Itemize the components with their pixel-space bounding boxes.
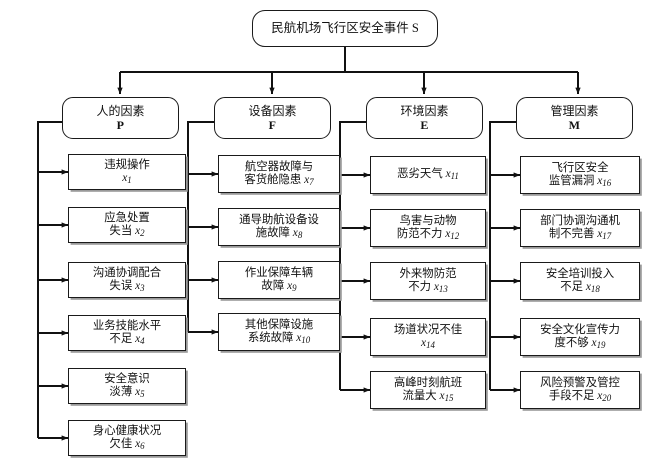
leaf-node-x13[interactable]: 外来物防范不力 x13 xyxy=(370,262,486,300)
leaf-line: 应急处置 xyxy=(104,211,150,224)
leaf-line: 鸟害与动物 xyxy=(399,214,457,227)
leaf-node-x12-text: 鸟害与动物防范不力 x12 xyxy=(394,215,462,242)
leaf-node-x7[interactable]: 航空器故障与客货舱隐患 x7 xyxy=(218,155,340,193)
category-node-3-code: M xyxy=(568,118,581,132)
category-node-0[interactable]: 人的因素 P xyxy=(62,97,179,139)
leaf-line: 欠佳 x6 xyxy=(109,438,145,451)
leaf-node-x6[interactable]: 身心健康状况欠佳 x6 xyxy=(68,420,186,456)
leaf-line: 监管漏洞 x16 xyxy=(548,175,612,188)
leaf-line: 恶劣天气 x11 xyxy=(397,168,459,182)
leaf-node-x15[interactable]: 高峰时刻航班流量大 x15 xyxy=(370,371,486,409)
leaf-node-x16-text: 飞行区安全监管漏洞 x16 xyxy=(546,162,614,189)
category-node-1-label: 设备因素 xyxy=(248,103,297,118)
leaf-line: 沟通协调配合 xyxy=(92,266,162,279)
leaf-node-x17-text: 部门协调沟通机制不完善 x17 xyxy=(537,215,623,242)
leaf-line: 身心健康状况 xyxy=(92,424,162,437)
leaf-node-x11-text: 恶劣天气 x11 xyxy=(394,168,462,181)
category-node-3[interactable]: 管理因素 M xyxy=(516,97,633,139)
leaf-line: 失当 x2 xyxy=(109,225,145,238)
leaf-line: 部门协调沟通机 xyxy=(540,214,620,227)
category-node-1-code: F xyxy=(268,118,277,132)
leaf-node-x2-text: 应急处置失当 x2 xyxy=(101,212,153,239)
leaf-line: 飞行区安全 xyxy=(551,161,609,174)
leaf-node-x18[interactable]: 安全培训投入不足 x18 xyxy=(520,262,640,300)
leaf-line: 风险预警及管控 xyxy=(540,376,620,389)
leaf-line: 安全培训投入 xyxy=(545,267,615,280)
leaf-line: 施故障 x8 xyxy=(255,227,303,240)
leaf-line: 防范不力 x12 xyxy=(396,228,460,241)
root-node-label: 民航机场飞行区安全事件 S xyxy=(271,21,419,36)
leaf-node-x20[interactable]: 风险预警及管控手段不足 x20 xyxy=(520,371,640,409)
leaf-node-x9-text: 作业保障车辆故障 x9 xyxy=(242,267,316,294)
leaf-line: x14 xyxy=(421,337,435,350)
leaf-line: 故障 x9 xyxy=(261,280,297,293)
leaf-node-x4[interactable]: 业务技能水平不足 x4 xyxy=(68,315,186,351)
category-node-2-text: 环境因素 E xyxy=(397,104,451,132)
leaf-node-x10[interactable]: 其他保障设施系统故障 x10 xyxy=(218,313,340,351)
leaf-node-x9[interactable]: 作业保障车辆故障 x9 xyxy=(218,261,340,299)
leaf-line: 淡薄 x5 xyxy=(109,386,145,399)
leaf-node-x19-text: 安全文化宣传力度不够 x19 xyxy=(537,324,623,351)
leaf-node-x4-text: 业务技能水平不足 x4 xyxy=(90,320,164,347)
leaf-line: 高峰时刻航班 xyxy=(393,376,463,389)
leaf-line: 业务技能水平 xyxy=(92,319,162,332)
leaf-node-x12[interactable]: 鸟害与动物防范不力 x12 xyxy=(370,209,486,247)
leaf-line: 手段不足 x20 xyxy=(548,390,612,403)
leaf-node-x19[interactable]: 安全文化宣传力度不够 x19 xyxy=(520,318,640,356)
category-node-0-code: P xyxy=(116,118,125,132)
category-node-3-label: 管理因素 xyxy=(550,103,599,118)
category-node-3-text: 管理因素 M xyxy=(547,104,601,132)
category-node-1[interactable]: 设备因素 F xyxy=(214,97,331,139)
leaf-line: 不足 x18 xyxy=(560,281,600,294)
leaf-node-x5[interactable]: 安全意识淡薄 x5 xyxy=(68,368,186,404)
leaf-node-x2[interactable]: 应急处置失当 x2 xyxy=(68,207,186,243)
leaf-line: x1 xyxy=(122,172,132,185)
leaf-node-x7-text: 航空器故障与客货舱隐患 x7 xyxy=(241,161,316,188)
category-node-0-text: 人的因素 P xyxy=(93,104,147,132)
leaf-node-x6-text: 身心健康状况欠佳 x6 xyxy=(90,425,164,452)
leaf-node-x3[interactable]: 沟通协调配合失误 x3 xyxy=(68,262,186,298)
leaf-line: 流量大 x15 xyxy=(402,390,454,403)
leaf-node-x8-text: 通导助航设备设施故障 x8 xyxy=(236,214,322,241)
leaf-line: 违规操作 xyxy=(104,158,150,171)
leaf-node-x16[interactable]: 飞行区安全监管漏洞 x16 xyxy=(520,156,640,194)
leaf-line: 外来物防范 xyxy=(399,267,457,280)
leaf-line: 客货舱隐患 x7 xyxy=(244,174,314,187)
leaf-node-x17[interactable]: 部门协调沟通机制不完善 x17 xyxy=(520,209,640,247)
category-node-2-code: E xyxy=(420,118,429,132)
leaf-line: 场道状况不佳 xyxy=(393,323,463,336)
leaf-line: 其他保障设施 xyxy=(244,318,314,331)
leaf-node-x8[interactable]: 通导助航设备设施故障 x8 xyxy=(218,208,340,246)
leaf-node-x11[interactable]: 恶劣天气 x11 xyxy=(370,156,486,194)
leaf-line: 作业保障车辆 xyxy=(244,266,314,279)
leaf-line: 通导助航设备设 xyxy=(239,213,319,226)
category-node-2[interactable]: 环境因素 E xyxy=(366,97,483,139)
leaf-line: 安全意识 xyxy=(104,372,150,385)
leaf-node-x3-text: 沟通协调配合失误 x3 xyxy=(90,267,164,294)
leaf-node-x10-text: 其他保障设施系统故障 x10 xyxy=(242,319,316,346)
leaf-node-x13-text: 外来物防范不力 x13 xyxy=(397,268,460,295)
leaf-node-x5-text: 安全意识淡薄 x5 xyxy=(101,373,153,400)
leaf-node-x18-text: 安全培训投入不足 x18 xyxy=(543,268,617,295)
leaf-line: 系统故障 x10 xyxy=(247,332,311,345)
leaf-line: 航空器故障与 xyxy=(244,160,314,173)
category-node-1-text: 设备因素 F xyxy=(245,104,299,132)
category-node-0-label: 人的因素 xyxy=(96,103,145,118)
leaf-line: 安全文化宣传力 xyxy=(540,323,620,336)
leaf-line: 失误 x3 xyxy=(109,280,145,293)
leaf-node-x20-text: 风险预警及管控手段不足 x20 xyxy=(537,377,623,404)
root-node[interactable]: 民航机场飞行区安全事件 S xyxy=(252,10,438,47)
leaf-line: 不足 x4 xyxy=(109,333,145,346)
leaf-line: 不力 x13 xyxy=(408,281,448,294)
category-node-2-label: 环境因素 xyxy=(400,103,449,118)
leaf-line: 制不完善 x17 xyxy=(548,228,612,241)
leaf-line: 度不够 x19 xyxy=(554,337,606,350)
leaf-node-x15-text: 高峰时刻航班流量大 x15 xyxy=(391,377,465,404)
